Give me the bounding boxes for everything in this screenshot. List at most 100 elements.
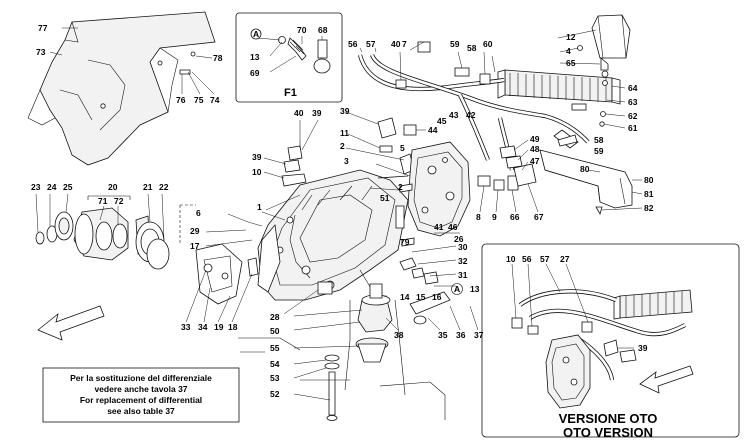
- label-67: 67: [534, 212, 544, 222]
- label-7: 7: [402, 39, 407, 49]
- label-52: 52: [270, 389, 280, 399]
- callout-a-f1: A: [253, 29, 259, 39]
- label-74: 74: [210, 95, 220, 105]
- label-47: 47: [530, 156, 540, 166]
- label-69: 69: [250, 68, 260, 78]
- label-40-left: 40: [294, 108, 304, 118]
- oto-title-it: VERSIONE OTO: [559, 411, 658, 426]
- label-72: 72: [114, 196, 124, 206]
- label-81: 81: [644, 189, 654, 199]
- label-29: 29: [190, 226, 200, 236]
- label-36: 36: [456, 330, 466, 340]
- label-73: 73: [36, 47, 46, 57]
- label-59-right: 59: [594, 146, 604, 156]
- actuator-assembly: [238, 237, 479, 421]
- label-77: 77: [38, 23, 48, 33]
- label-79: 79: [400, 237, 410, 247]
- label-5: 5: [400, 143, 405, 153]
- label-19: 19: [214, 322, 224, 332]
- label-11: 11: [340, 128, 349, 138]
- label-58-top: 58: [467, 43, 477, 53]
- label-65: 65: [566, 58, 576, 68]
- label-66: 66: [510, 212, 520, 222]
- label-49: 49: [530, 134, 540, 144]
- label-41: 41: [434, 222, 444, 232]
- replacement-note: Per la sostituzione del differenziale ve…: [42, 367, 240, 423]
- label-42: 42: [466, 110, 476, 120]
- left-fittings: [263, 111, 426, 187]
- label-40-top: 40: [391, 39, 401, 49]
- label-22: 22: [159, 182, 169, 192]
- label-9: 9: [492, 212, 497, 222]
- label-38: 38: [394, 330, 404, 340]
- note-line-1: Per la sostituzione del differenziale: [70, 373, 212, 383]
- label-1: 1: [257, 202, 262, 212]
- label-80: 80: [644, 175, 654, 185]
- label-28: 28: [270, 312, 280, 322]
- label-10-oto: 10: [506, 254, 516, 264]
- label-30: 30: [458, 242, 468, 252]
- oil-cooler: [497, 14, 631, 129]
- label-12: 12: [566, 32, 576, 42]
- label-51: 51: [380, 193, 390, 203]
- label-8: 8: [476, 212, 481, 222]
- label-78: 78: [213, 53, 223, 63]
- label-18: 18: [228, 322, 238, 332]
- f1-inset-title: F1: [284, 87, 297, 99]
- label-48: 48: [530, 144, 540, 154]
- label-59-top: 59: [450, 39, 460, 49]
- label-46: 46: [448, 222, 458, 232]
- label-75: 75: [194, 95, 204, 105]
- label-63: 63: [628, 97, 638, 107]
- f1-inset-box: F1: [235, 12, 343, 103]
- label-82: 82: [644, 203, 654, 213]
- label-62: 62: [628, 111, 638, 121]
- label-39-oto: 39: [638, 343, 648, 353]
- label-32: 32: [458, 256, 468, 266]
- label-45: 45: [437, 116, 447, 126]
- label-44: 44: [428, 125, 438, 135]
- label-20: 20: [108, 182, 118, 192]
- note-line-4: see also table 37: [107, 406, 175, 416]
- right-fittings: [477, 134, 578, 213]
- label-25: 25: [63, 182, 73, 192]
- label-37: 37: [474, 330, 484, 340]
- label-56: 56: [348, 39, 358, 49]
- label-50: 50: [270, 326, 280, 336]
- label-2-mid: 2: [398, 182, 403, 192]
- label-43: 43: [449, 110, 459, 120]
- callout-a-main: A: [454, 284, 460, 294]
- label-17: 17: [190, 241, 200, 251]
- label-53: 53: [270, 373, 280, 383]
- label-27-oto: 27: [560, 254, 570, 264]
- label-57-oto: 57: [540, 254, 550, 264]
- label-10: 10: [252, 167, 262, 177]
- differential-assembly: [35, 193, 170, 270]
- label-64: 64: [628, 83, 638, 93]
- label-54: 54: [270, 359, 280, 369]
- label-39-left-top: 39: [312, 108, 322, 118]
- label-80-inner: 80: [580, 164, 590, 174]
- label-33: 33: [181, 322, 191, 332]
- side-cover-plate: [369, 141, 471, 237]
- label-14: 14: [400, 292, 410, 302]
- direction-arrow-left: [37, 305, 105, 341]
- label-39-mid: 39: [340, 106, 350, 116]
- label-58-right: 58: [594, 135, 604, 145]
- label-56-oto: 56: [522, 254, 532, 264]
- label-13-main: 13: [470, 284, 480, 294]
- label-24: 24: [47, 182, 57, 192]
- label-26: 26: [454, 234, 464, 244]
- label-21: 21: [143, 182, 153, 192]
- direction-arrow-right-inset: [639, 365, 694, 394]
- label-16: 16: [432, 292, 442, 302]
- label-39-left: 39: [252, 152, 262, 162]
- note-line-3: For replacement of differential: [80, 395, 202, 405]
- label-60: 60: [483, 39, 493, 49]
- label-23: 23: [31, 182, 41, 192]
- label-55: 55: [270, 343, 280, 353]
- label-34: 34: [198, 322, 208, 332]
- label-76: 76: [176, 95, 186, 105]
- oto-title-en: OTO VERSION: [563, 425, 653, 440]
- support-bracket: [539, 149, 643, 216]
